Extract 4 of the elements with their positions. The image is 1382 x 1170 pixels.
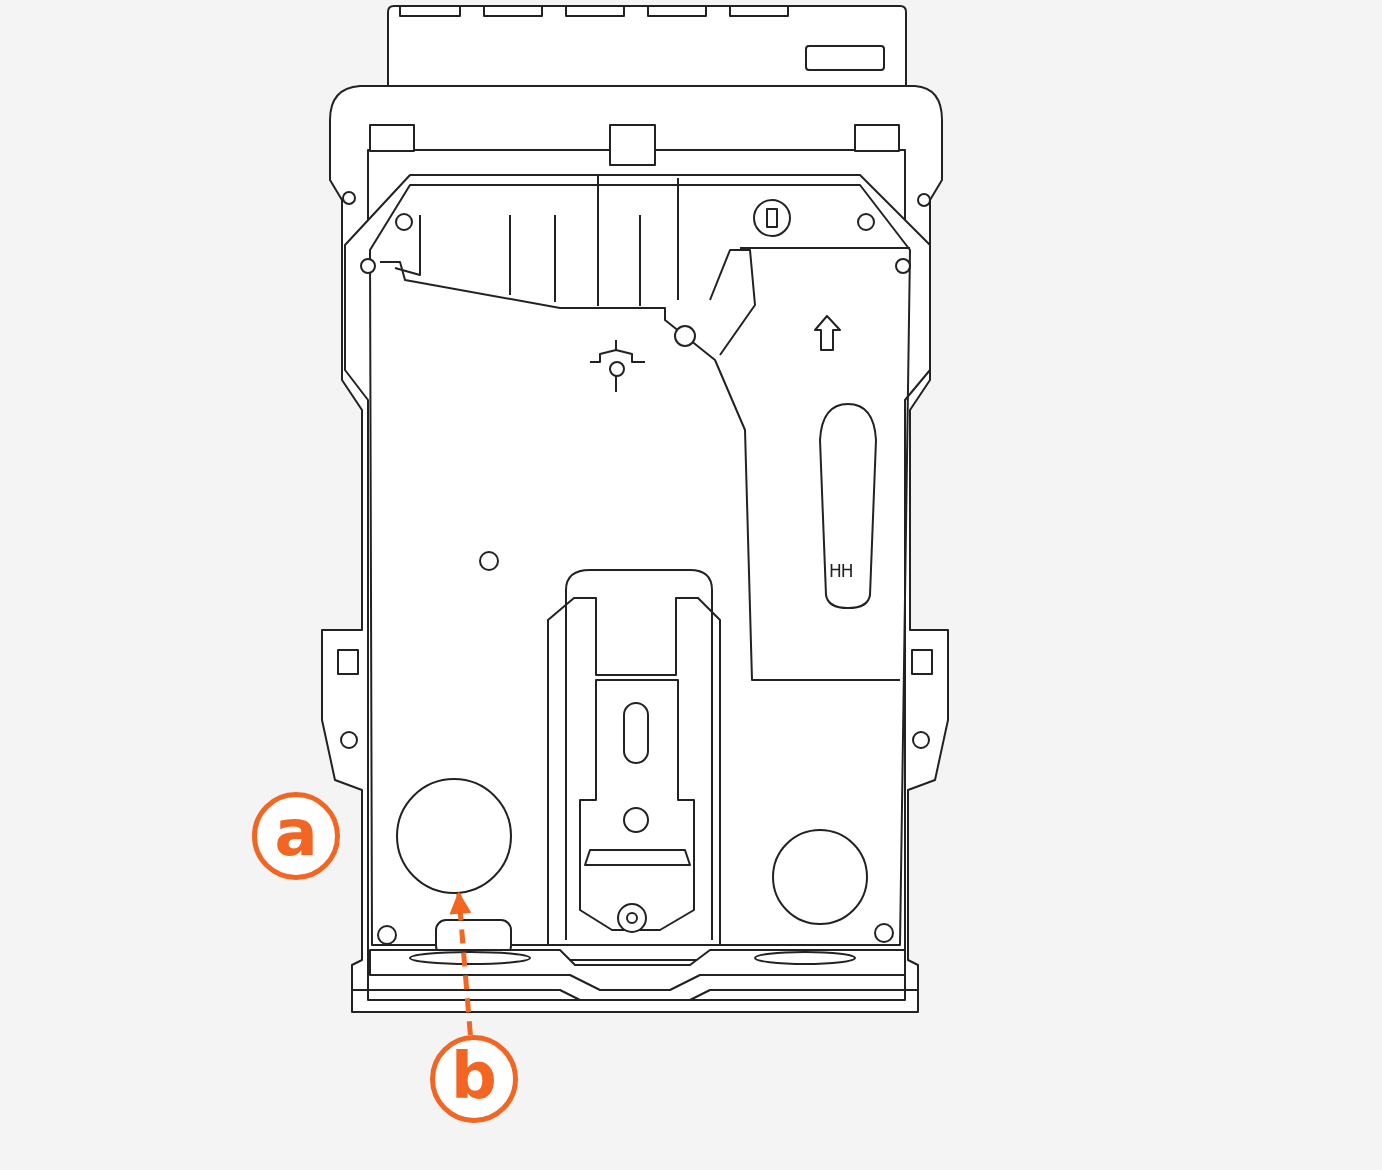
- handle-marking: HH: [829, 561, 853, 581]
- callout-letter: b: [430, 1035, 518, 1123]
- leader-line: [449, 891, 473, 1036]
- callout-letter: a: [252, 792, 340, 880]
